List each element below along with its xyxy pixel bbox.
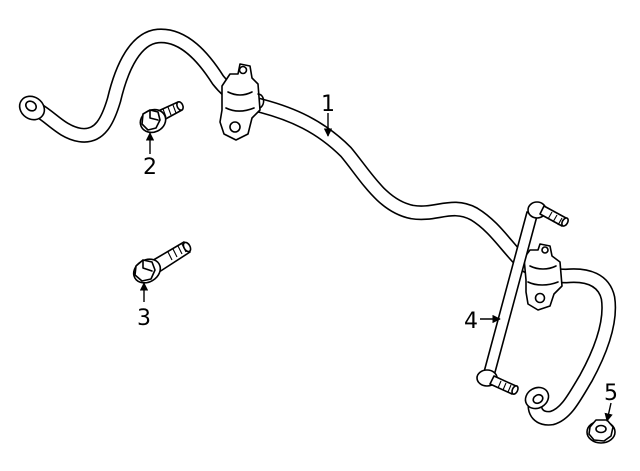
callout-2: 2	[143, 155, 157, 180]
callout-3: 3	[137, 306, 151, 331]
callout-1: 1	[321, 92, 335, 117]
bushing-bracket-right	[523, 243, 563, 311]
nut-5	[586, 419, 616, 444]
callout-4: 4	[464, 309, 478, 334]
bushing-bracket-left	[219, 63, 265, 141]
callout-5: 5	[604, 381, 618, 406]
flange-bolt-2	[139, 101, 184, 134]
bar-end-eye-left	[18, 95, 46, 121]
bar-end-eye-right	[524, 386, 550, 410]
stabilizer-bar	[30, 28, 617, 426]
bolt-3	[132, 241, 192, 284]
leader-5	[604, 402, 613, 422]
